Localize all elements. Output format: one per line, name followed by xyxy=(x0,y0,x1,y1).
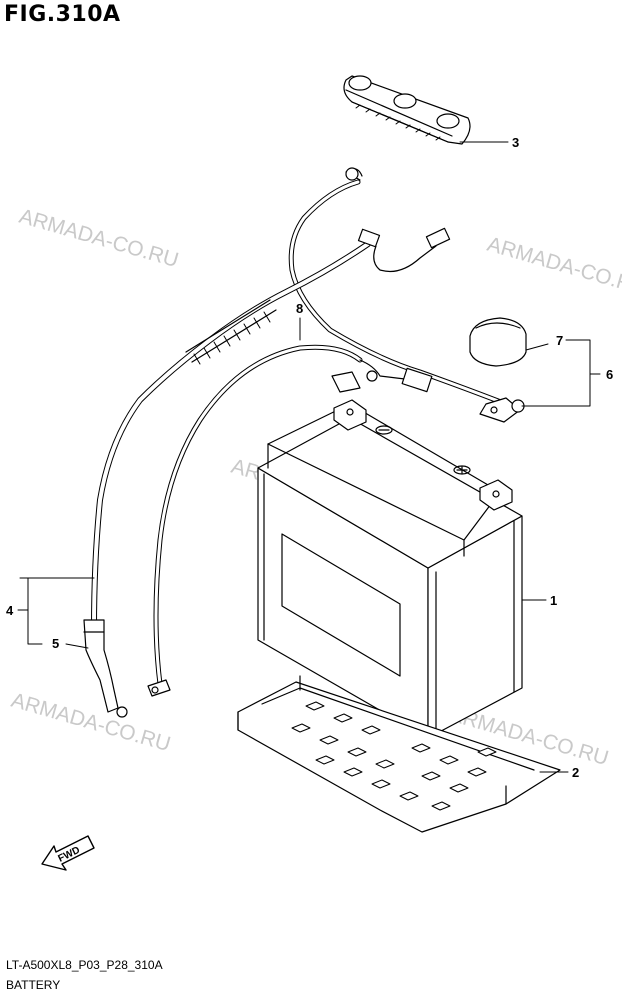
fwd-direction-arrow: FWD xyxy=(41,835,95,871)
terminal-cover-strip-part xyxy=(343,75,471,145)
watermark-4: ARMADA-CO.RU xyxy=(9,689,173,756)
callout-labels: 1 2 3 4 5 6 7 8 xyxy=(6,135,613,780)
callout-8: 8 xyxy=(296,301,303,316)
callout-7: 7 xyxy=(556,333,563,348)
battery-part xyxy=(257,399,523,739)
terminal-cap-part xyxy=(469,317,527,367)
figure-code: LT-A500XL8_P03_P28_310A xyxy=(6,958,163,972)
positive-cable-part xyxy=(83,167,525,718)
callout-2: 2 xyxy=(572,765,579,780)
callout-4: 4 xyxy=(6,603,14,618)
watermark-1: ARMADA-CO.RU xyxy=(17,205,181,272)
callout-6: 6 xyxy=(606,367,613,382)
figure-name: BATTERY xyxy=(6,978,61,992)
battery-tray-part xyxy=(237,675,561,833)
fwd-label: FWD xyxy=(56,845,81,865)
callout-1: 1 xyxy=(550,593,557,608)
figure-title: FIG.310A xyxy=(4,2,121,27)
negative-cable-part xyxy=(147,344,433,697)
callout-3: 3 xyxy=(512,135,519,150)
watermark-2: ARMADA-CO.RU xyxy=(485,233,622,300)
callout-5: 5 xyxy=(52,636,59,651)
leader-lines xyxy=(17,141,601,773)
